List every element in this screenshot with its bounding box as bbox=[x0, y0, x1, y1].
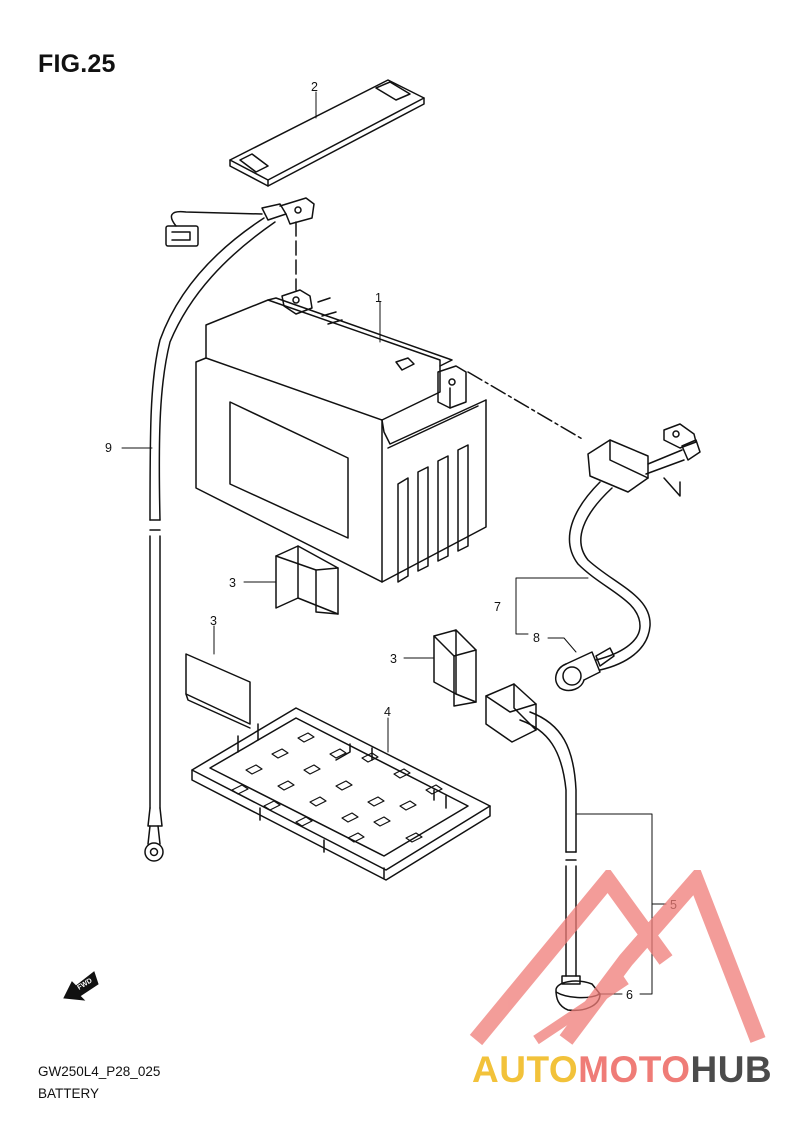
part-label-6: 6 bbox=[626, 988, 633, 1002]
part-label-1: 1 bbox=[375, 291, 382, 305]
part-label-4: 4 bbox=[384, 705, 391, 719]
watermark-part-auto: AUTO bbox=[472, 1049, 579, 1090]
lead-wire-positive bbox=[144, 197, 315, 862]
watermark-part-hub: HUB bbox=[690, 1049, 773, 1090]
spacer-pad-right bbox=[433, 629, 477, 707]
part-label-7: 7 bbox=[494, 600, 501, 614]
watermark-logo bbox=[469, 870, 766, 1046]
part-label-9: 9 bbox=[105, 441, 112, 455]
fwd-arrow-icon: FWD bbox=[63, 971, 99, 1001]
battery-cable-positive bbox=[555, 423, 701, 692]
part-label-3-left: 3 bbox=[210, 614, 217, 628]
assembly-guide-line bbox=[467, 371, 585, 441]
battery-tray bbox=[191, 707, 491, 881]
battery bbox=[195, 289, 487, 583]
diagram-name: BATTERY bbox=[38, 1086, 100, 1101]
figure-title: FIG.25 bbox=[38, 50, 116, 78]
leader-lines bbox=[121, 91, 667, 995]
watermark-part-moto: MOTO bbox=[578, 1049, 691, 1090]
battery-strap bbox=[229, 79, 425, 187]
part-label-3-upper: 3 bbox=[229, 576, 236, 590]
part-label-3-right: 3 bbox=[390, 652, 397, 666]
diagram-code: GW250L4_P28_025 bbox=[38, 1064, 161, 1079]
spacer-pad-upper bbox=[275, 545, 339, 615]
watermark-text: AUTOMOTOHUB bbox=[472, 1049, 772, 1091]
spacer-pad-left bbox=[185, 653, 251, 729]
part-label-2: 2 bbox=[311, 80, 318, 94]
part-label-8: 8 bbox=[533, 631, 540, 645]
